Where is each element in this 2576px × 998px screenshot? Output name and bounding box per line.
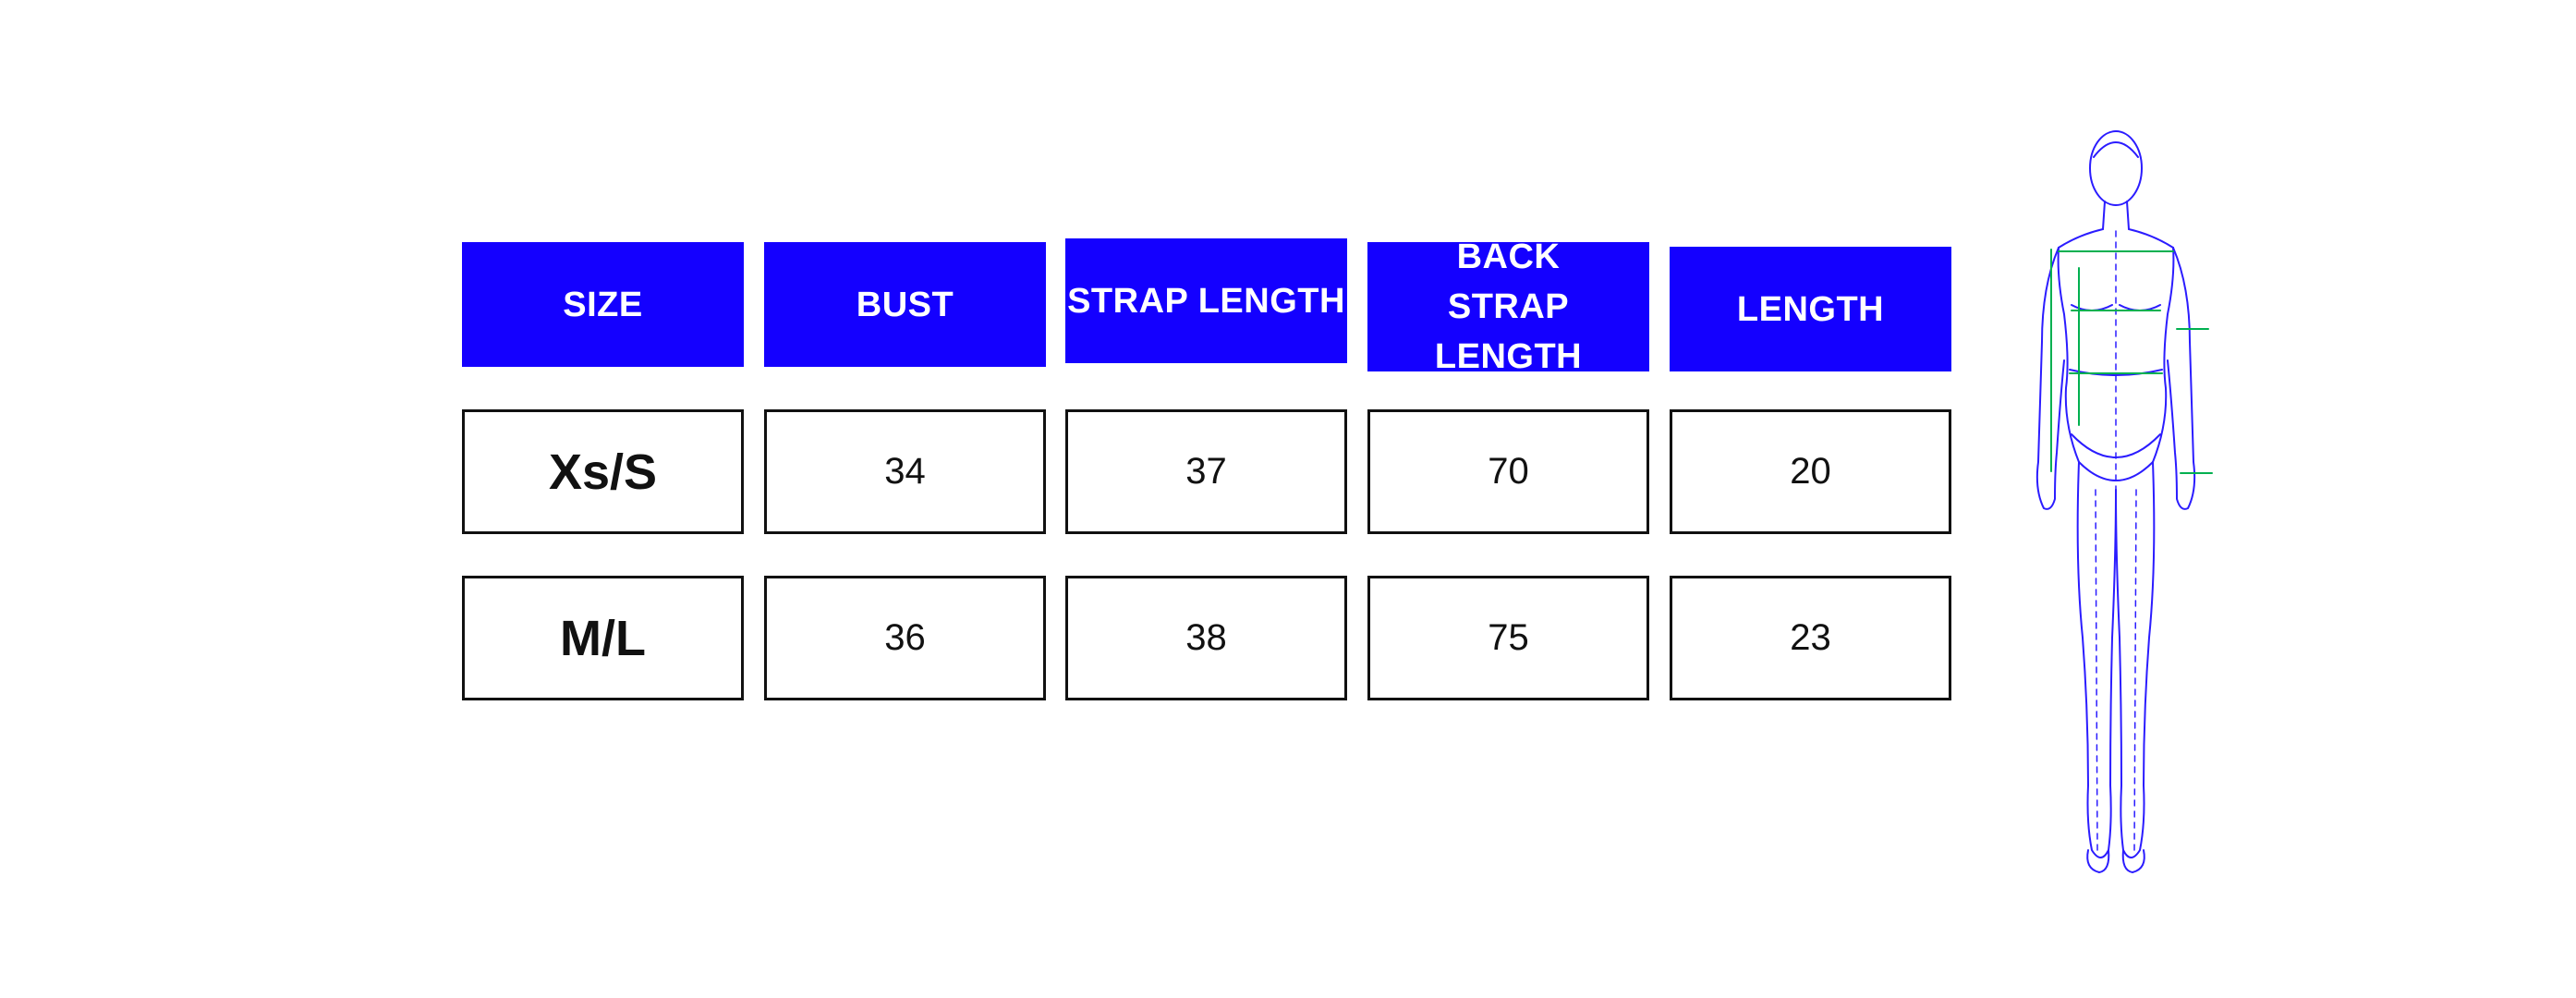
header-bust: BUST <box>764 242 1046 367</box>
header-strap-length: STRAP LENGTH <box>1065 238 1347 363</box>
row-1-bust: 34 <box>764 409 1046 534</box>
row-2-length: 23 <box>1670 576 1951 700</box>
header-back-strap-length: BACK STRAP LENGTH <box>1367 237 1649 376</box>
row-1-strap-length: 37 <box>1065 409 1347 534</box>
row-1-back-strap-length: 70 <box>1367 409 1649 534</box>
row-1-size: Xs/S <box>462 409 744 534</box>
row-2-size: M/L <box>462 576 744 700</box>
row-2-back-strap-length: 75 <box>1367 576 1649 700</box>
row-1-length: 20 <box>1670 409 1951 534</box>
header-length: LENGTH <box>1670 247 1951 371</box>
row-2-bust: 36 <box>764 576 1046 700</box>
row-2-strap-length: 38 <box>1065 576 1347 700</box>
fashion-figure-measurement-diagram-icon <box>2014 120 2273 896</box>
header-size: SIZE <box>462 242 744 367</box>
